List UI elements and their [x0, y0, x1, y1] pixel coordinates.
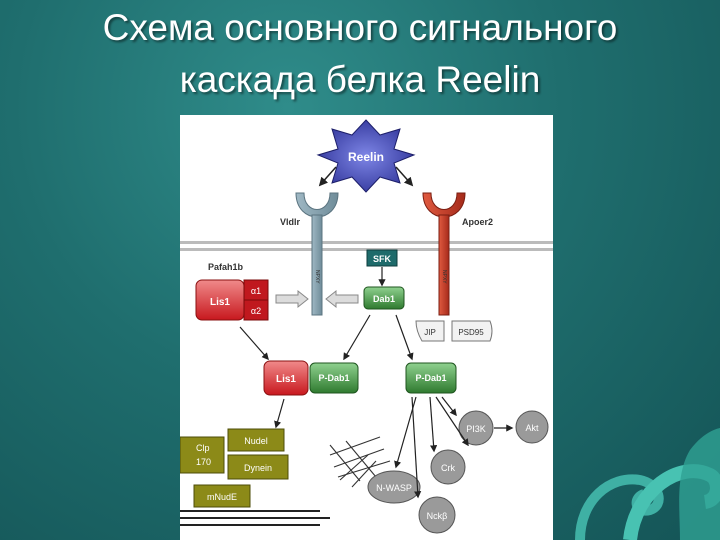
p-dab1-left-label: P-Dab1: [318, 373, 349, 383]
arrow-dab1-right: [395, 314, 414, 361]
dab1-box: Dab1: [363, 286, 405, 310]
sfk-label: SFK: [373, 254, 392, 264]
p-dab1-right-box: P-Dab1: [405, 362, 457, 394]
jip-label: JIP: [424, 328, 436, 337]
apoer2-label: Apoer2: [462, 217, 493, 227]
reelin-label: Reelin: [348, 150, 384, 164]
nck-label: Nckβ: [427, 511, 448, 521]
psd95-label: PSD95: [458, 328, 484, 337]
arrow-lis1-down: [239, 326, 269, 361]
vldlr-receptor: Vldlr NPXY: [280, 192, 339, 316]
arrow-pdab1-pi3k: [441, 396, 457, 417]
clip170-box: Clp 170: [180, 436, 225, 474]
arrow-reelin-vldlr: [318, 166, 337, 187]
dab1-label: Dab1: [373, 294, 395, 304]
alpha1-label: α1: [251, 286, 261, 296]
pi3k-label: PI3K: [466, 424, 486, 434]
crk-node: Crk: [430, 449, 466, 485]
clip170-line1: Clp: [196, 443, 210, 453]
title-line-2: каскада белка Reelin: [179, 59, 541, 100]
block-arrow-dab1: [325, 289, 359, 309]
diagram-panel: Reelin Vldlr NPXY Apoer2 NPXY SFK: [180, 115, 553, 540]
arrow-pdab1-crk: [429, 396, 438, 453]
arrow-lis1-nudel: [274, 398, 285, 429]
actin-filaments: [329, 436, 391, 488]
decorative-wave: [575, 428, 720, 540]
dynein-label: Dynein: [244, 463, 272, 473]
lis1-top-box: Lis1: [195, 279, 245, 321]
nudel-label: Nudel: [244, 436, 268, 446]
nck-node: Nckβ: [418, 496, 456, 534]
block-arrow-lis1: [275, 289, 309, 309]
jip-box: JIP: [415, 320, 445, 342]
lis1-bottom-box: Lis1: [263, 360, 309, 396]
nudel-box: Nudel: [227, 428, 285, 452]
lis1-bottom-label: Lis1: [276, 374, 296, 385]
nwasp-label: N-WASP: [376, 483, 412, 493]
pafah1b-label: Pafah1b: [208, 262, 244, 272]
dynein-box: Dynein: [227, 454, 289, 480]
alpha2-box: α2: [243, 299, 269, 321]
apoer2-receptor: Apoer2 NPXY: [422, 192, 493, 316]
crk-label: Crk: [441, 463, 455, 473]
arrow-pdab1-nck: [411, 396, 422, 499]
arrow-dab1-left: [343, 314, 371, 361]
lis1-top-label: Lis1: [210, 297, 230, 308]
sfk-box: SFK: [366, 249, 398, 267]
psd95-box: PSD95: [451, 320, 493, 342]
mnude-label: mNudE: [207, 492, 237, 502]
nwasp-node: N-WASP: [367, 470, 421, 504]
arrow-pdab1-crk-b: [435, 396, 469, 447]
reelin-pathway-diagram: Reelin Vldlr NPXY Apoer2 NPXY SFK: [180, 119, 553, 534]
apoer2-npxy-motif: NPXY: [441, 270, 447, 284]
p-dab1-left-box: P-Dab1: [309, 362, 359, 394]
akt-label: Akt: [525, 423, 539, 433]
pi3k-node: PI3K: [458, 410, 494, 446]
microtubules: [180, 510, 330, 526]
title-line-1: Схема основного сигнального: [102, 7, 618, 48]
slide-title: Схема основного сигнального каскада белк…: [0, 0, 720, 106]
alpha2-label: α2: [251, 306, 261, 316]
vldlr-npxy-motif: NPXY: [314, 270, 320, 284]
mnude-box: mNudE: [193, 484, 251, 508]
akt-node: Akt: [515, 410, 549, 444]
p-dab1-right-label: P-Dab1: [415, 373, 446, 383]
alpha1-box: α1: [243, 279, 269, 301]
vldlr-label: Vldlr: [280, 217, 301, 227]
clip170-line2: 170: [196, 457, 211, 467]
reelin-star: Reelin: [316, 119, 416, 193]
arrow-reelin-apoer2: [395, 166, 414, 187]
